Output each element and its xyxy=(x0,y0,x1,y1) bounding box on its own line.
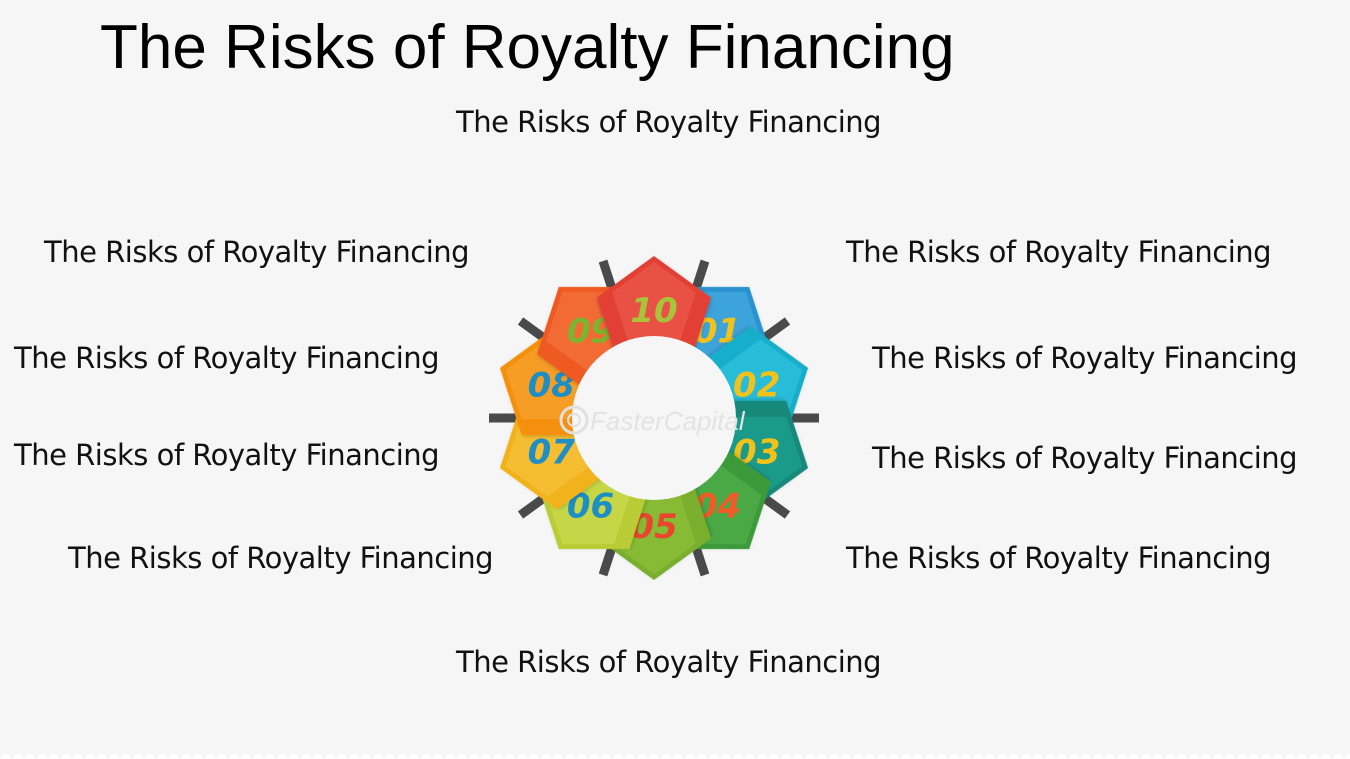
label-item-03: The Risks of Royalty Financing xyxy=(872,441,1298,475)
segment-number-10: 10 xyxy=(630,291,677,331)
segment-number-02: 02 xyxy=(733,366,780,406)
label-item-06: The Risks of Royalty Financing xyxy=(68,541,494,575)
label-bottom: The Risks of Royalty Financing xyxy=(456,645,882,679)
slide-title: The Risks of Royalty Financing xyxy=(100,13,955,82)
wheel-center xyxy=(572,336,736,500)
watermark-text: FasterCapital xyxy=(590,406,746,436)
label-item-09: The Risks of Royalty Financing xyxy=(44,235,470,269)
label-top: The Risks of Royalty Financing xyxy=(456,105,882,139)
watermark-logo: FasterCapital xyxy=(559,405,746,436)
segment-highlight-07 xyxy=(505,416,590,497)
label-item-01: The Risks of Royalty Financing xyxy=(846,235,1272,269)
segment-highlight-10 xyxy=(612,262,696,342)
label-item-08: The Risks of Royalty Financing xyxy=(14,341,440,375)
segment-highlight-02 xyxy=(718,339,803,420)
segment-number-07: 07 xyxy=(528,432,576,472)
torn-edge-decoration xyxy=(0,747,1350,759)
label-item-04: The Risks of Royalty Financing xyxy=(846,541,1272,575)
segment-10 xyxy=(596,256,712,365)
label-item-02: The Risks of Royalty Financing xyxy=(872,341,1298,375)
label-item-07: The Risks of Royalty Financing xyxy=(14,438,440,472)
